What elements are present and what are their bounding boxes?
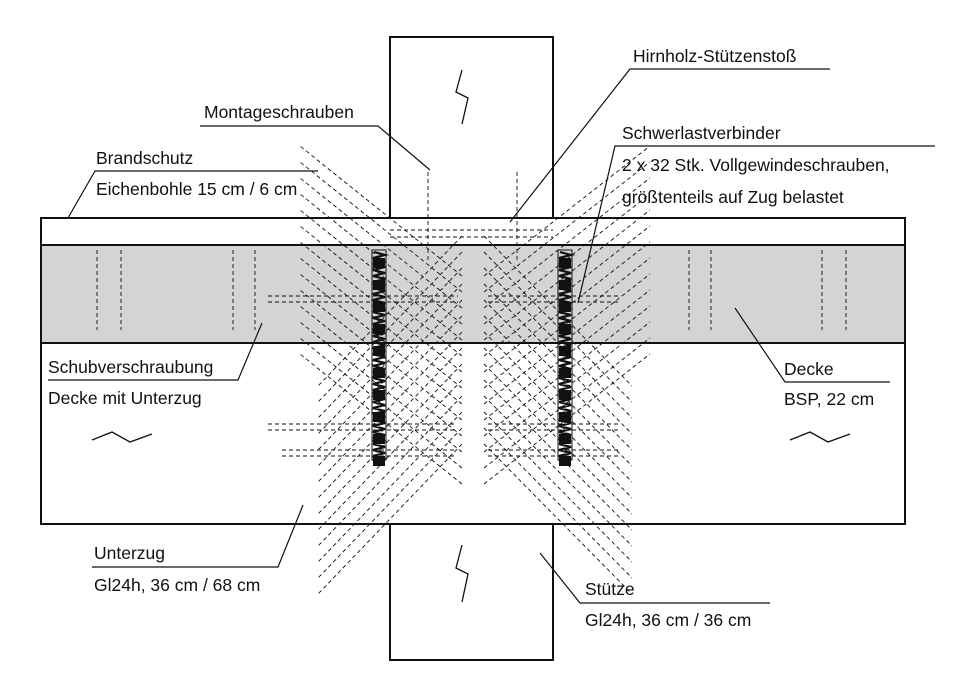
connector-screw-head bbox=[373, 324, 385, 334]
grain-direction-arrow-icon bbox=[789, 431, 851, 443]
inclined-screw bbox=[483, 395, 633, 547]
grain-direction-arrows bbox=[91, 69, 851, 603]
inclined-screw bbox=[483, 427, 633, 579]
inclined-screw bbox=[483, 411, 633, 563]
connector-screw-head bbox=[373, 412, 385, 422]
connector-screw-head bbox=[373, 456, 385, 466]
connector-screw-head bbox=[373, 280, 385, 290]
label-stuetze: Stütze bbox=[585, 579, 635, 599]
label-schwerlast-line2: größtenteils auf Zug belastet bbox=[622, 187, 844, 207]
inclined-screw bbox=[483, 145, 651, 277]
connector-screw-head bbox=[559, 390, 571, 400]
label-montageschrauben: Montageschrauben bbox=[204, 102, 354, 122]
leader-unterzug bbox=[92, 504, 304, 568]
inclined-screw bbox=[483, 177, 651, 309]
label-unterzug-spec: Gl24h, 36 cm / 68 cm bbox=[94, 575, 260, 595]
leader-decke bbox=[734, 307, 890, 383]
heavy-load-connectors bbox=[371, 249, 576, 466]
connector-screw-head bbox=[373, 346, 385, 356]
label-eichenbohle: Eichenbohle 15 cm / 6 cm bbox=[96, 179, 297, 199]
label-bsp: BSP, 22 cm bbox=[784, 389, 874, 409]
connector-screw-head bbox=[559, 280, 571, 290]
leader-montageschrauben bbox=[200, 125, 431, 171]
connector-screw-head bbox=[373, 258, 385, 268]
connector-screw-head bbox=[559, 302, 571, 312]
connector-screw-head bbox=[373, 302, 385, 312]
connector-screw-head bbox=[559, 412, 571, 422]
connector-screw-head bbox=[559, 434, 571, 444]
grain-direction-arrow-icon bbox=[455, 544, 469, 603]
leader-schub bbox=[48, 322, 263, 381]
connector-screw-head bbox=[559, 368, 571, 378]
inclined-screw bbox=[483, 443, 633, 595]
connector-screw-head bbox=[559, 258, 571, 268]
oak-plank-brandschutz bbox=[40, 217, 906, 246]
label-schubverschraubung: Schubverschraubung bbox=[48, 357, 213, 377]
connector-screw-head bbox=[559, 456, 571, 466]
leader-brandschutz bbox=[67, 170, 318, 219]
connector-screw-head bbox=[559, 346, 571, 356]
clt-slab-decke bbox=[40, 244, 906, 344]
connector-screw-head bbox=[373, 368, 385, 378]
label-decke-mit-unterzug: Decke mit Unterzug bbox=[48, 388, 202, 408]
label-hirnholz-stuetzenstoss: Hirnholz-Stützenstoß bbox=[633, 46, 796, 66]
inclined-screw bbox=[483, 161, 651, 293]
leader-stuetze bbox=[539, 552, 770, 604]
label-decke: Decke bbox=[784, 359, 834, 379]
label-schwerlastverbinder: Schwerlastverbinder bbox=[622, 123, 781, 143]
connector-screw-head bbox=[373, 434, 385, 444]
label-brandschutz: Brandschutz bbox=[96, 148, 193, 168]
label-unterzug: Unterzug bbox=[94, 543, 165, 563]
leader-schwerlast bbox=[577, 145, 935, 304]
grain-direction-arrow-icon bbox=[455, 69, 469, 125]
label-schwerlast-line1: 2 x 32 Stk. Vollgewindeschrauben, bbox=[622, 155, 890, 175]
connector-screw-head bbox=[559, 324, 571, 334]
label-stuetze-spec: Gl24h, 36 cm / 36 cm bbox=[585, 610, 751, 630]
leader-hirnholz bbox=[509, 68, 830, 223]
grain-direction-arrow-icon bbox=[91, 431, 153, 443]
connector-screw-head bbox=[373, 390, 385, 400]
